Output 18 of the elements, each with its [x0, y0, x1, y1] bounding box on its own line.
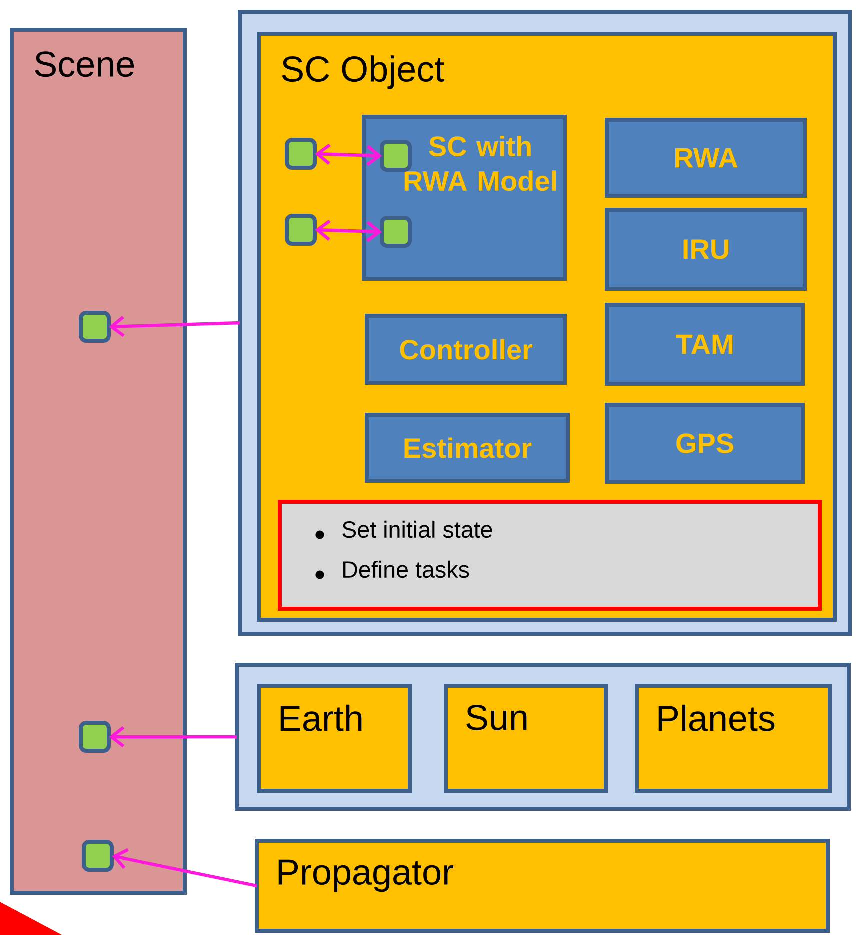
- module-box: Sun: [444, 684, 608, 793]
- arrow: [109, 316, 240, 338]
- module-box: Earth: [257, 684, 412, 793]
- component-block: IRU: [605, 208, 807, 291]
- arrow: [112, 848, 258, 888]
- task-list-box: Set initial state Define tasks: [278, 500, 822, 611]
- component-block: RWA: [605, 118, 807, 198]
- arrow: [109, 726, 237, 748]
- component-block: TAM: [605, 303, 805, 386]
- scene-panel: Scene: [10, 28, 187, 895]
- arrow: [315, 220, 382, 242]
- component-block: Controller: [365, 314, 567, 385]
- component-block: Estimator: [365, 413, 570, 483]
- module-box: Planets: [635, 684, 832, 793]
- arrow: [315, 144, 382, 166]
- module-box: Propagator: [255, 839, 830, 933]
- model-block: SC with RWA Model: [362, 115, 567, 281]
- component-block: GPS: [605, 403, 805, 484]
